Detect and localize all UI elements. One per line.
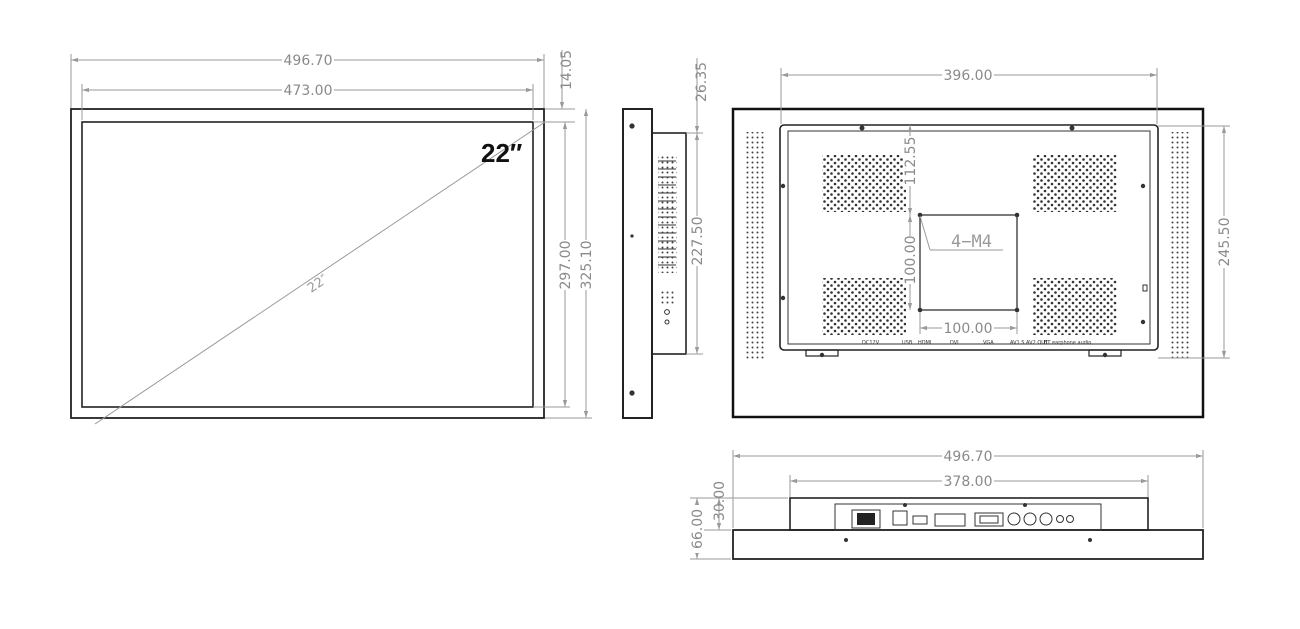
svg-text:DVI: DVI	[950, 340, 959, 346]
diagonal-label: 22″	[305, 272, 331, 296]
bottom-io-ports	[851, 509, 1074, 529]
dim-body-height-label: 227.50	[690, 217, 706, 266]
front-outer-frame	[70, 108, 545, 419]
vent-grid-top-right	[1033, 155, 1117, 212]
front-active-area	[81, 121, 534, 408]
dim-bottom-overall-label: 496.70	[944, 449, 993, 465]
front-view: 22″ 22″ 496.70 473.00 14.05 297.00 325.1…	[70, 50, 595, 425]
dim-housing-depth-label: 30.00	[712, 481, 728, 521]
rear-vent-left	[746, 132, 765, 359]
svg-text:AV1 S AV2 OUT: AV1 S AV2 OUT	[1010, 340, 1049, 346]
bottom-base	[732, 529, 1204, 560]
svg-text:HDMI: HDMI	[918, 340, 931, 346]
vent-grid-bottom-right	[1033, 278, 1117, 335]
dim-mount-height-label: 245.50	[1217, 218, 1233, 267]
svg-text:DC12V: DC12V	[862, 340, 880, 346]
dim-depth-label: 26.35	[694, 62, 710, 102]
svg-text:VGA: VGA	[983, 340, 994, 346]
dim-vesa-offset-label: 112.55	[903, 137, 919, 186]
rear-outer-frame	[731, 107, 1205, 419]
dim-active-height-label: 297.00	[558, 241, 574, 290]
dim-vesa-height-label: 100.00	[903, 236, 919, 285]
side-front-panel	[622, 108, 653, 419]
dim-vesa-width-label: 100.00	[944, 321, 993, 337]
screw-label: 4−M4	[951, 232, 992, 252]
size-badge: 22″	[481, 138, 522, 168]
diagonal-line	[94, 121, 546, 425]
side-view: 26.35 227.50	[622, 58, 710, 419]
bottom-view: 496.70 378.00 30.00 66.00	[690, 448, 1204, 560]
side-vents	[658, 155, 677, 325]
vent-grid-top-left	[822, 155, 906, 212]
vesa-mount	[919, 214, 1018, 311]
bottom-housing	[789, 497, 1149, 531]
dim-overall-height-label: 325.10	[579, 241, 595, 290]
vent-grid-bottom-left	[822, 278, 906, 335]
dim-active-width-label: 473.00	[284, 83, 333, 99]
rear-io-labels: DC12V USB HDMI DVI VGA AV1 S AV2 OUT BT …	[862, 340, 1091, 346]
dim-housing-width-label: 378.00	[944, 474, 993, 490]
side-rear-body	[651, 132, 687, 355]
rear-housing	[779, 124, 1159, 351]
dim-total-depth-label: 66.00	[690, 509, 706, 549]
svg-text:BT earphone audio: BT earphone audio	[1044, 340, 1091, 346]
dim-bezel-label: 14.05	[559, 50, 575, 90]
rear-view: 4−M4 DC12V USB HDMI DVI VGA AV1 S AV2 OU…	[731, 67, 1233, 419]
svg-text:USB: USB	[902, 340, 913, 346]
dim-mount-spacing-label: 396.00	[944, 68, 993, 84]
dim-overall-width-label: 496.70	[284, 53, 333, 69]
rear-vent-right	[1170, 132, 1189, 359]
